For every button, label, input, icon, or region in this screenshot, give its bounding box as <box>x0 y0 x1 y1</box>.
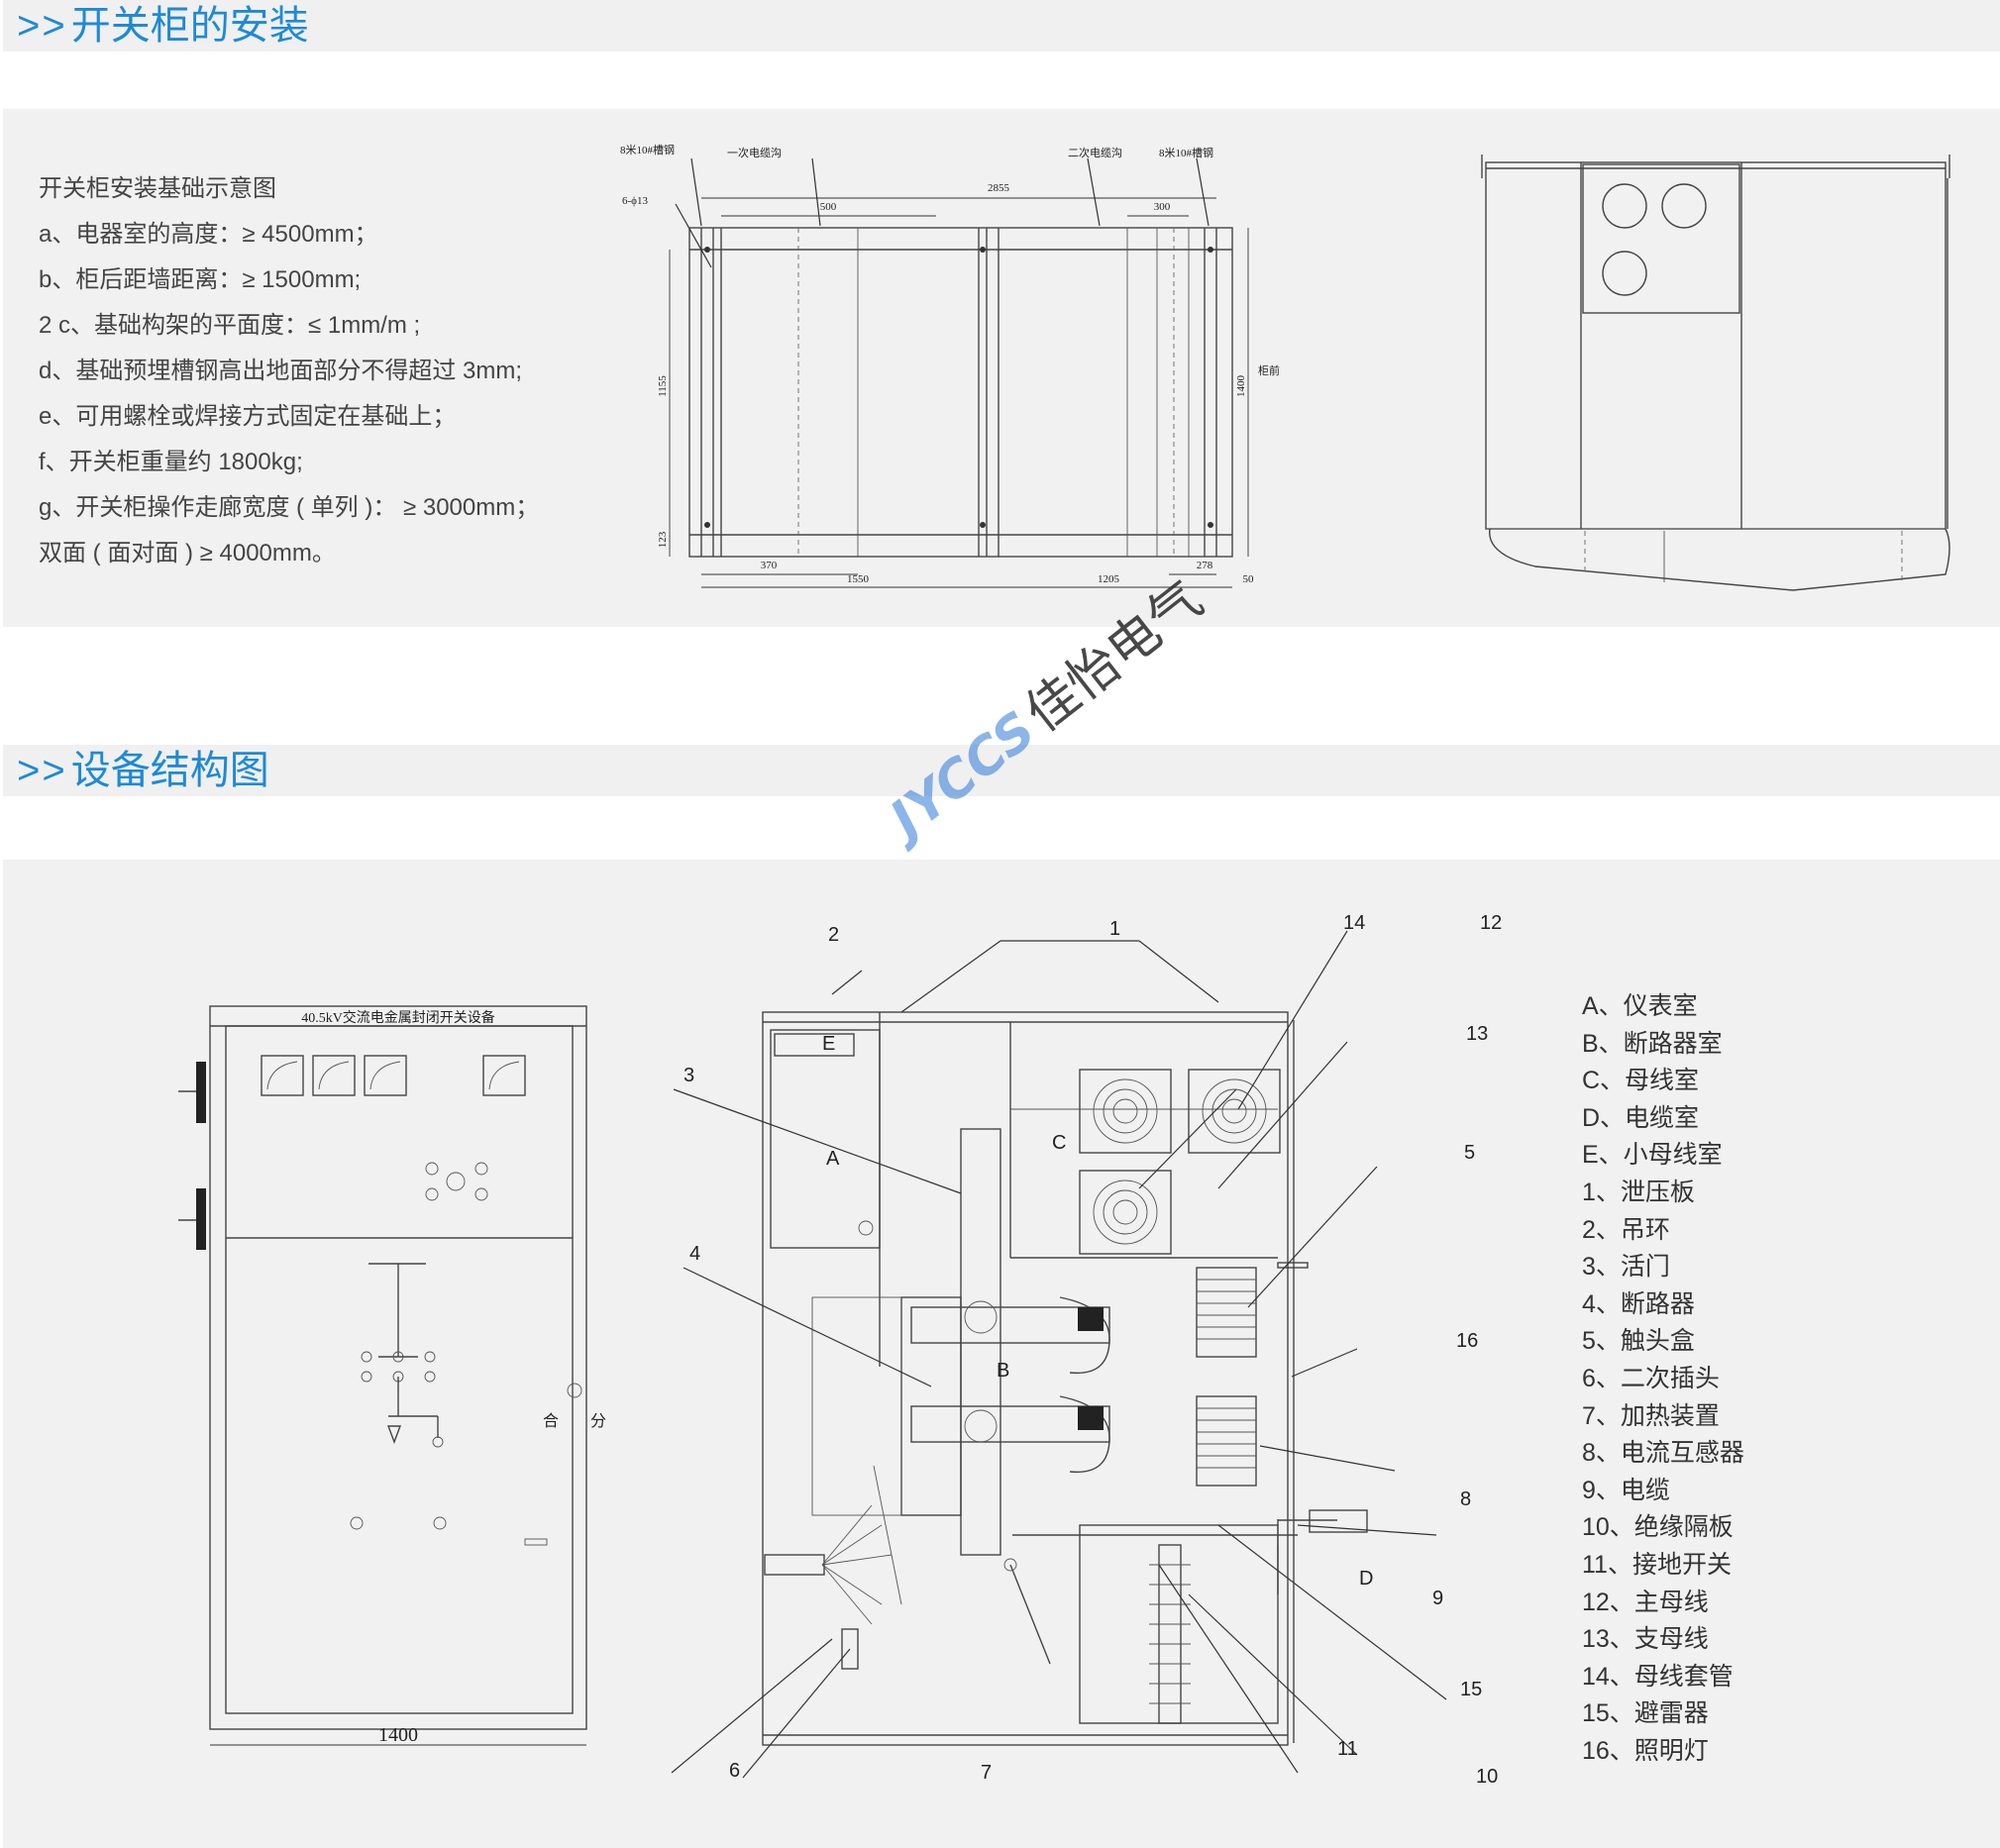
legend-item: 2、吊环 <box>1582 1215 1670 1244</box>
callout-12: 12 <box>1480 912 1502 934</box>
dim-370: 370 <box>761 560 778 571</box>
legend-item: 12、主母线 <box>1582 1588 1709 1616</box>
legend-item: 8、电流互感器 <box>1582 1439 1744 1468</box>
legend-item: 16、照明灯 <box>1582 1736 1709 1765</box>
callout-channel-right: 8米10#槽钢 <box>1159 147 1213 159</box>
callout-5: 5 <box>1464 1142 1475 1164</box>
dim-primary-trench: 500 <box>820 201 837 213</box>
letter-e: E <box>822 1033 835 1055</box>
legend-item: D、电缆室 <box>1582 1103 1700 1132</box>
section-title-text: 开关柜的安装 <box>70 4 309 48</box>
legend-item: 10、绝缘隔板 <box>1582 1513 1734 1542</box>
spec-item: g、开关柜操作走廊宽度 ( 单列 )： ≥ 3000mm； <box>39 494 540 521</box>
legend-item: 14、母线套管 <box>1582 1662 1734 1691</box>
legend-item: 3、活门 <box>1582 1253 1670 1282</box>
dim-1205: 1205 <box>1098 573 1120 585</box>
dim-depth-total: 1400 <box>1235 375 1247 398</box>
callout-secondary-trench: 二次电缆沟 <box>1068 146 1122 159</box>
legend-item: 7、加热装置 <box>1582 1401 1720 1430</box>
legend-item: 11、接地开关 <box>1582 1550 1732 1579</box>
callout-4: 4 <box>689 1243 700 1265</box>
chevron-icon: >> <box>17 4 67 48</box>
dim-secondary-trench: 300 <box>1154 201 1171 213</box>
callout-6: 6 <box>729 1760 740 1782</box>
dim-50: 50 <box>1243 573 1255 585</box>
callout-8: 8 <box>1460 1489 1471 1510</box>
letter-a: A <box>826 1148 840 1170</box>
callout-13: 13 <box>1466 1023 1488 1045</box>
callout-9: 9 <box>1432 1588 1443 1609</box>
callout-primary-trench: 一次电缆沟 <box>727 146 782 159</box>
callout-channel-left: 8米10#槽钢 <box>620 144 675 156</box>
legend-item: 4、断路器 <box>1582 1289 1695 1318</box>
letter-c: C <box>1052 1132 1066 1154</box>
chevron-icon: >> <box>17 749 67 792</box>
nameplate-text: 40.5kV交流电金属封闭开关设备 <box>301 1009 495 1026</box>
section-title-structure: >>设备结构图 <box>3 745 2000 796</box>
legend-item: 15、避雷器 <box>1582 1699 1709 1728</box>
callout-16: 16 <box>1456 1330 1478 1352</box>
cabinet-front-view-drawing: 40.5kV交流电金属封闭开关设备 合 分 1400 <box>178 1005 606 1746</box>
section-title-install: >>开关柜的安装 <box>3 0 2000 51</box>
structure-legend: A、仪表室 B、断路器室 C、母线室 D、电缆室 E、小母线室 1、泄压板 2、… <box>1582 988 1744 1770</box>
legend-item: 5、触头盒 <box>1582 1327 1695 1356</box>
callout-3: 3 <box>684 1065 694 1086</box>
callout-10: 10 <box>1476 1766 1498 1788</box>
legend-item: E、小母线室 <box>1582 1141 1723 1170</box>
letter-d: D <box>1359 1568 1373 1590</box>
foundation-plan-drawing: 2855 500 300 8米10#槽钢 一次电缆沟 二次电缆沟 8米10#槽钢… <box>620 144 1280 588</box>
spec-item: 双面 ( 面对面 ) ≥ 4000mm。 <box>39 540 336 566</box>
dim-bottom-offset: 123 <box>657 531 669 548</box>
legend-item: 13、支母线 <box>1582 1625 1709 1654</box>
section-title-text: 设备结构图 <box>70 749 269 792</box>
letter-b: B <box>997 1360 1009 1382</box>
spec-item: e、可用螺栓或焊接方式固定在基础上； <box>39 403 457 430</box>
dim-depth-inner: 1155 <box>657 375 669 397</box>
dim-1550: 1550 <box>847 573 870 585</box>
legend-item: C、母线室 <box>1582 1067 1700 1095</box>
legend-item: 9、电缆 <box>1582 1476 1670 1504</box>
callout-holes: 6-ϕ13 <box>622 195 648 207</box>
close-label: 合 <box>543 1412 559 1430</box>
dim-278: 278 <box>1197 560 1213 571</box>
spec-item: 开关柜安装基础示意图 <box>39 175 276 202</box>
front-width-dim: 1400 <box>378 1724 418 1746</box>
callout-1: 1 <box>1109 918 1120 940</box>
cabinet-section-drawing: A B C D E 1 2 3 4 5 6 7 8 9 10 11 12 13 … <box>671 912 1502 1788</box>
callout-14: 14 <box>1343 912 1365 934</box>
callout-7: 7 <box>981 1762 992 1784</box>
callout-15: 15 <box>1460 1679 1482 1700</box>
callout-11: 11 <box>1337 1738 1358 1760</box>
install-panel: 开关柜安装基础示意图 a、电器室的高度：≥ 4500mm； b、柜后距墙距离：≥… <box>3 109 2000 627</box>
spec-item: d、基础预埋槽钢高出地面部分不得超过 3mm; <box>39 358 523 384</box>
spec-item: 2 c、基础构架的平面度：≤ 1mm/m ; <box>39 312 421 339</box>
spec-item: f、开关柜重量约 1800kg; <box>39 449 303 475</box>
legend-item: 6、二次插头 <box>1582 1364 1720 1392</box>
cabinet-top-view-drawing <box>1481 154 1950 591</box>
callout-2: 2 <box>828 924 839 946</box>
legend-item: A、仪表室 <box>1582 992 1698 1020</box>
structure-panel <box>3 860 2000 1848</box>
label-front: 柜前 <box>1258 363 1280 377</box>
install-spec-list: 开关柜安装基础示意图 a、电器室的高度：≥ 4500mm； b、柜后距墙距离：≥… <box>39 166 539 576</box>
dim-total-width: 2855 <box>988 182 1010 194</box>
open-label: 分 <box>590 1412 606 1430</box>
legend-item: B、断路器室 <box>1582 1029 1723 1058</box>
spec-item: b、柜后距墙距离：≥ 1500mm; <box>39 266 362 293</box>
spec-item: a、电器室的高度：≥ 4500mm； <box>39 221 378 248</box>
legend-item: 1、泄压板 <box>1582 1178 1695 1206</box>
